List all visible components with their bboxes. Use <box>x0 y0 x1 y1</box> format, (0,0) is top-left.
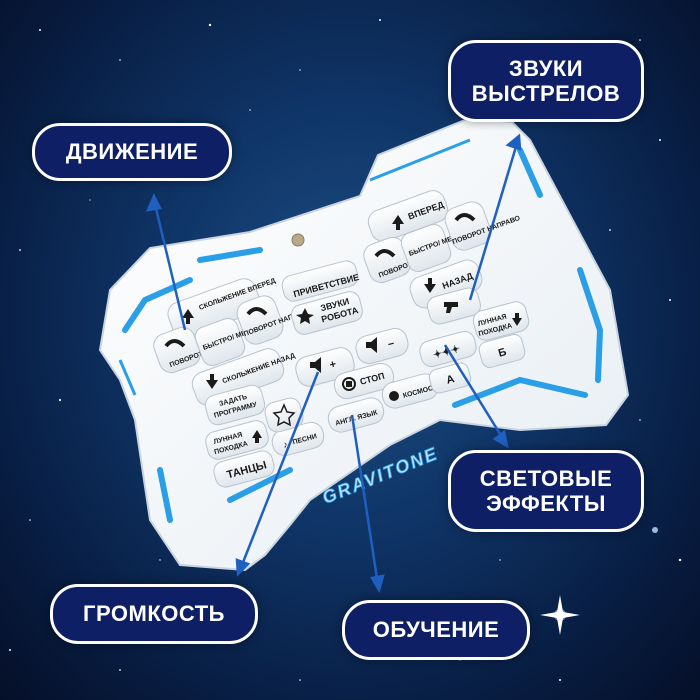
planet-icon <box>389 391 399 401</box>
turn-right-icon <box>246 307 268 316</box>
robot-sounds-button[interactable]: ЗВУКИ РОБОТА <box>289 289 364 336</box>
b-button[interactable]: Б <box>477 333 526 370</box>
indicator-light <box>291 233 305 247</box>
shot-sounds-callout: ЗВУКИ ВЫСТРЕЛОВ <box>448 40 644 122</box>
motion-callout-text: ДВИЖЕНИЕ <box>65 139 199 165</box>
volume-callout: ГРОМКОСТЬ <box>50 584 258 644</box>
arrow-down-icon <box>512 313 522 326</box>
arrow-down-icon <box>206 374 218 389</box>
light-effects-callout-line2: ЭФФЕКТЫ <box>486 491 606 516</box>
light-effects-callout-line1: СВЕТОВЫЕ <box>479 465 613 491</box>
turn-left-icon <box>164 339 186 348</box>
shot-sounds-callout-line1: ЗВУКИ <box>508 55 584 81</box>
minus-icon: − <box>387 338 396 351</box>
learning-callout: ОБУЧЕНИЕ <box>342 600 530 660</box>
turn-left-icon <box>374 249 396 258</box>
right-forward-button[interactable]: ВПЕРЕД <box>365 187 451 244</box>
sparkle-star-icon <box>540 595 580 635</box>
light-effects-callout: СВЕТОВЫЕ ЭФФЕКТЫ <box>448 450 644 532</box>
program-button[interactable]: ЗАДАТЬ ПРОГРАММУ <box>203 383 267 427</box>
space-button[interactable]: КОСМОС <box>380 371 441 411</box>
shot-sounds-button[interactable] <box>425 286 482 327</box>
learning-callout-text: ОБУЧЕНИЕ <box>372 617 500 643</box>
arrow-up-icon <box>392 215 404 230</box>
speaker-icon <box>310 357 321 373</box>
right-back-button[interactable]: НАЗАД <box>407 257 486 312</box>
blaster-icon <box>444 302 458 313</box>
arrow-up-icon <box>252 430 262 443</box>
motion-callout: ДВИЖЕНИЕ <box>32 123 232 181</box>
pointer-arrows <box>145 133 522 594</box>
arrow-up-icon <box>182 309 194 324</box>
b-label: Б <box>497 346 508 360</box>
dances-button[interactable]: ТАНЦЫ <box>212 449 277 490</box>
volume-down-button[interactable]: − <box>353 326 410 367</box>
shot-sounds-callout-line2: ВЫСТРЕЛОВ <box>471 81 621 106</box>
stop-button[interactable]: СТОП <box>332 361 397 402</box>
greeting-button[interactable]: ПРИВЕТСТВИЕ <box>280 259 360 304</box>
plus-icon: + <box>328 358 337 371</box>
arrow-down-icon <box>424 278 436 293</box>
speaker-icon <box>366 337 377 353</box>
english-button[interactable]: АНГЛ. ЯЗЫК <box>326 395 387 435</box>
turn-right-icon <box>454 213 476 222</box>
stop-icon <box>342 377 356 391</box>
volume-callout-text: ГРОМКОСТЬ <box>83 601 225 627</box>
sparkle-icon <box>296 308 314 324</box>
a-label: А <box>445 373 456 387</box>
right-moonwalk-button[interactable]: ЛУННАЯ ПОХОДКА <box>471 300 531 343</box>
music-note-icon: ♪ <box>282 439 289 450</box>
star-icon <box>272 403 296 427</box>
left-moonwalk-button[interactable]: ЛУННАЯ ПОХОДКА <box>203 418 270 461</box>
star-button[interactable] <box>263 396 306 434</box>
